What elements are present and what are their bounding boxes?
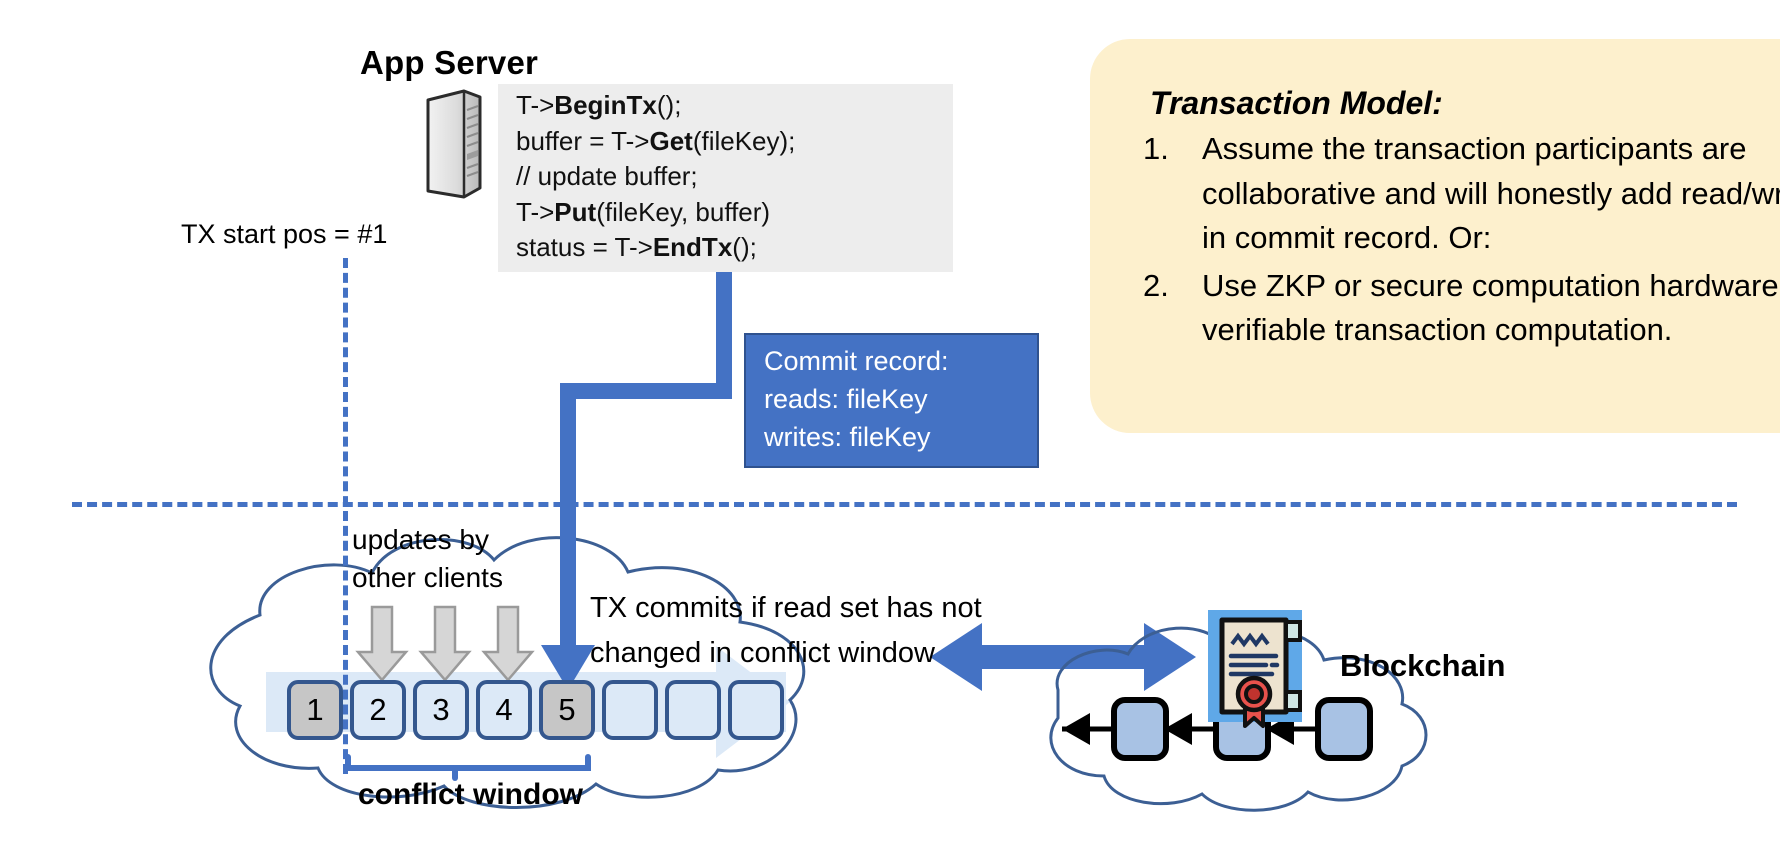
certificate-seal-icon — [1208, 610, 1302, 728]
annotation-line: changed in conflict window — [590, 637, 935, 669]
code-line: T->BeginTx(); — [516, 90, 682, 120]
commit-record-box: Commit record: reads: fileKey writes: fi… — [744, 333, 1039, 468]
code-line: // update buffer; — [516, 161, 698, 191]
code-line: status = T->EndTx(); — [516, 232, 757, 262]
sync-double-arrow — [930, 623, 1196, 691]
ledger-cell — [602, 680, 658, 740]
annotation-line: updates by — [352, 524, 489, 555]
code-line: T->Put(fileKey, buffer) — [516, 196, 771, 227]
commit-record-reads: reads: fileKey — [764, 384, 928, 414]
ledger-cell: 5 — [539, 680, 595, 740]
ledger-cell: 2 — [350, 680, 406, 740]
commit-flow-arrow — [541, 272, 732, 690]
server-tower-icon — [426, 89, 482, 199]
annotation-line: other clients — [352, 562, 503, 593]
blockchain-block-chain — [1062, 697, 1373, 761]
annotation-line: TX commits if read set has not — [590, 592, 982, 624]
commit-record-title: Commit record: — [764, 346, 949, 376]
app-server-title: App Server — [360, 44, 539, 81]
dashed-divider — [72, 502, 1737, 507]
tx-start-dashed-line — [343, 258, 348, 774]
list-item: 1. Assume the transaction participants a… — [1143, 127, 1780, 261]
blockchain-label: Blockchain — [1340, 648, 1506, 683]
transaction-model-heading: Transaction Model: — [1150, 85, 1443, 121]
list-item-number: 1. — [1143, 131, 1169, 166]
ledger-cloud-icon — [209, 536, 806, 809]
tx-start-pos-label: TX start pos = #1 — [181, 219, 388, 249]
transaction-model-note: Transaction Model: 1. Assume the transac… — [1090, 39, 1780, 433]
ledger-cell: 4 — [476, 680, 532, 740]
ledger-cell: 1 — [287, 680, 343, 740]
transaction-model-list: 1. Assume the transaction participants a… — [1090, 127, 1780, 353]
list-item-text: Assume the transaction participants are … — [1202, 131, 1780, 255]
code-line: buffer = T->Get(fileKey); — [516, 125, 796, 156]
tx-commits-label: TX commits if read set has not changed in… — [590, 586, 982, 676]
ledger-cell — [665, 680, 721, 740]
list-item: 2. Use ZKP or secure computation hardwar… — [1143, 264, 1780, 353]
code-block-background — [498, 84, 953, 272]
conflict-window-label: conflict window — [358, 778, 583, 811]
commit-record-writes: writes: fileKey — [764, 422, 931, 452]
updates-by-other-clients-label: updates by other clients — [352, 521, 503, 597]
conflict-window-brace — [345, 754, 591, 781]
list-item-number: 2. — [1143, 267, 1169, 303]
list-item-text: Use ZKP or secure computation hardware f… — [1202, 267, 1780, 348]
blockchain-cloud-icon — [1049, 626, 1428, 812]
ledger-cell — [728, 680, 784, 740]
ledger-cell: 3 — [413, 680, 469, 740]
code-block-text: T->BeginTx(); buffer = T->Get(fileKey); //… — [516, 88, 956, 266]
update-arrow-icon — [355, 605, 535, 682]
